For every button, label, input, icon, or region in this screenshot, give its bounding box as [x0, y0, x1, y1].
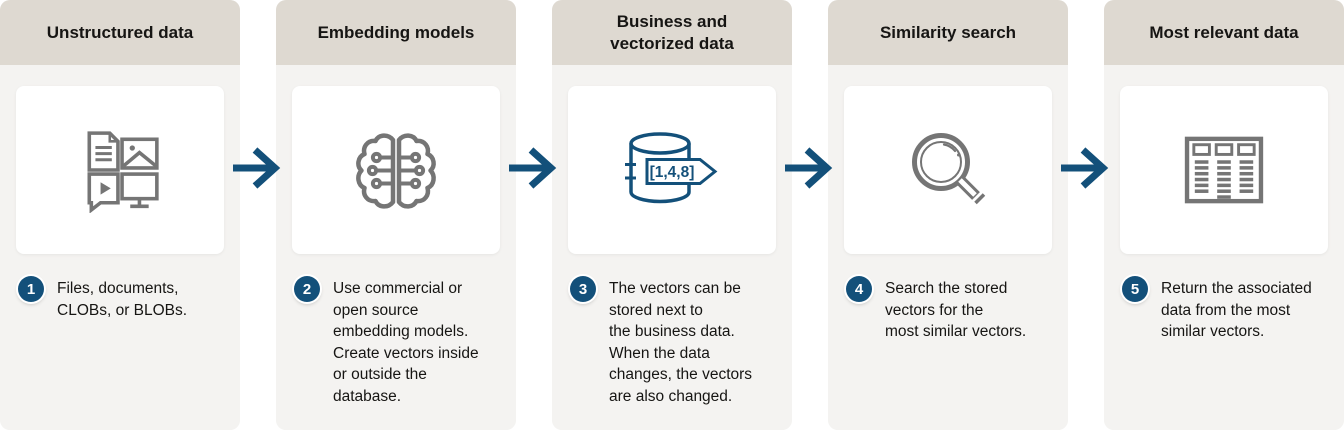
vector-value-label: [1,4,8]: [650, 164, 695, 181]
flow-arrow-icon: [509, 147, 557, 189]
stage-caption-row: 3 The vectors can be stored next to the …: [570, 275, 782, 407]
stage-body: 2 Use commercial or open source embeddin…: [276, 65, 516, 430]
magnifier-icon: [912, 133, 986, 205]
stage-caption: Search the stored vectors for the most s…: [885, 280, 1027, 340]
flow-arrow-icon: [785, 147, 833, 189]
stage-column-embedding-models: Embedding models: [276, 0, 516, 430]
vectorized-data-icon-card: [1,4,8]: [568, 86, 776, 254]
stage-header: Similarity search: [828, 0, 1068, 65]
flow-gap: [509, 0, 557, 430]
stage-column-similarity-search: Similarity search 4 Search the stored ve…: [828, 0, 1068, 430]
flow-gap: [785, 0, 833, 430]
step-badge: 4: [846, 276, 872, 302]
stage-caption: The vectors can be stored next to the bu…: [609, 280, 753, 405]
unstructured-data-icon-card: [16, 86, 224, 254]
stage-header: Unstructured data: [0, 0, 240, 65]
stage-caption-row: 2 Use commercial or open source embeddin…: [294, 275, 506, 407]
brain-circuit-icon: [356, 133, 436, 209]
similarity-search-icon-card: [844, 86, 1052, 254]
flow-arrow-icon: [1061, 147, 1109, 189]
data-table-icon: [1184, 136, 1264, 204]
step-badge: 3: [570, 276, 596, 302]
stage-title: Similarity search: [879, 22, 1017, 42]
stage-caption-row: 4 Search the stored vectors for the most…: [846, 275, 1058, 343]
step-badge: 1: [18, 276, 44, 302]
stage-body: [1,4,8] 3 The vectors can be stored next…: [552, 65, 792, 430]
stage-caption: Return the associated data from the most…: [1161, 280, 1312, 340]
stage-body: 1 Files, documents, CLOBs, or BLOBs.: [0, 65, 240, 430]
documents-media-icon: [87, 131, 159, 213]
stage-caption-row: 1 Files, documents, CLOBs, or BLOBs.: [18, 275, 230, 321]
stage-header: Most relevant data: [1104, 0, 1344, 65]
stage-column-unstructured-data: Unstructured data 1 Files: [0, 0, 240, 430]
step-badge: 5: [1122, 276, 1148, 302]
stage-title: Embedding models: [317, 22, 475, 42]
stage-caption: Use commercial or open source embedding …: [333, 280, 479, 405]
stage-title: Most relevant data: [1149, 22, 1299, 42]
stage-body: 5 Return the associated data from the mo…: [1104, 65, 1344, 430]
stage-header: Embedding models: [276, 0, 516, 65]
flow-gap: [233, 0, 281, 430]
relevant-data-icon-card: [1120, 86, 1328, 254]
stage-caption: Files, documents, CLOBs, or BLOBs.: [57, 280, 188, 319]
flow-gap: [1061, 0, 1109, 430]
stage-column-most-relevant-data: Most relevant data 5 Return th: [1104, 0, 1344, 430]
stage-caption-row: 5 Return the associated data from the mo…: [1122, 275, 1334, 343]
stage-body: 4 Search the stored vectors for the most…: [828, 65, 1068, 430]
embedding-models-icon-card: [292, 86, 500, 254]
step-badge: 2: [294, 276, 320, 302]
stage-title: Unstructured data: [46, 22, 194, 42]
flow-arrow-icon: [233, 147, 281, 189]
vector-database-icon: [1,4,8]: [625, 132, 718, 204]
stage-title: Business and vectorized data: [610, 11, 734, 53]
stage-header: Business and vectorized data: [552, 0, 792, 65]
stage-column-business-vectorized-data: Business and vectorized data [1,4,8] 3 T…: [552, 0, 792, 430]
